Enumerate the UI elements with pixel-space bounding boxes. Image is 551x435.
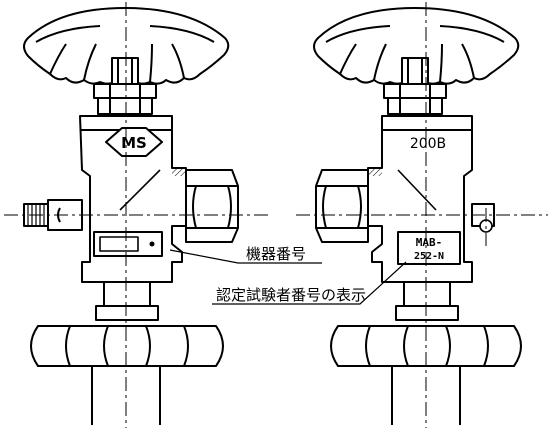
right-plate-line1: MAB-: [416, 236, 443, 249]
left-valve: MS: [23, 7, 239, 425]
left-ms-emblem-text: MS: [121, 134, 147, 152]
right-side-port: [471, 203, 495, 233]
left-cylinder: [91, 366, 161, 425]
left-device-plate: [93, 231, 163, 257]
left-ms-emblem: MS: [105, 127, 163, 157]
left-centerlines: [4, 2, 272, 428]
left-bottom-collar: [30, 325, 224, 367]
right-model-label: 200B: [410, 136, 446, 152]
leader-certification: [212, 261, 407, 305]
right-lower-neck: [395, 281, 459, 321]
right-centerlines: [296, 2, 548, 428]
left-lower-neck: [95, 281, 159, 321]
right-cert-plate: MAB- 252-N: [397, 231, 461, 265]
right-handwheel: [313, 7, 520, 85]
left-gland-nut: [93, 83, 157, 115]
callout-certification-mark: 認定試験者番号の表示: [216, 286, 366, 304]
left-outlet-nut: [172, 168, 239, 243]
leader-device-number: [169, 249, 322, 264]
callout-device-number: 機器番号: [246, 245, 306, 263]
right-gland-nut: [383, 83, 447, 115]
right-valve: 200B MAB- 252-N: [313, 7, 522, 425]
callout-leaders: [169, 249, 407, 305]
right-plate-line2: 252-N: [414, 251, 444, 262]
right-cylinder: [391, 366, 461, 425]
right-outlet-nut: [315, 168, 382, 243]
